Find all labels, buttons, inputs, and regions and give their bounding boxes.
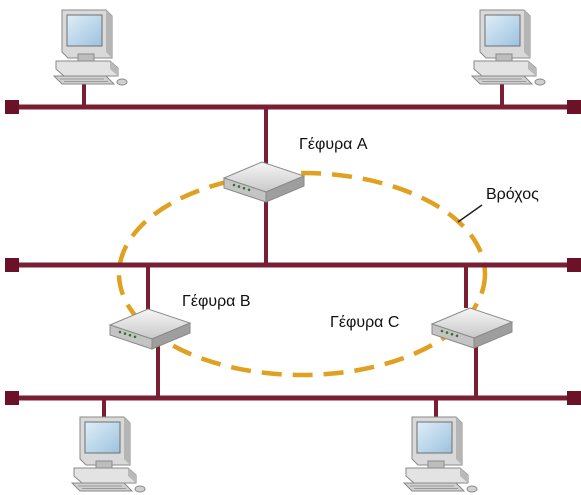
lan-segment-middle [5,258,581,272]
loop-path [116,170,488,378]
lan-segment-bottom [5,391,581,405]
desktop-computer-icon [53,9,128,86]
desktop-computer-icon [471,9,546,86]
loop-pointer [457,204,483,223]
terminator-icon [5,391,19,405]
terminator-icon [5,258,19,272]
terminator-icon [567,391,581,405]
bridge-b-label: Γέφυρα B [182,293,251,310]
terminator-icon [5,100,19,114]
bridge-b-icon [109,308,191,350]
bridge-a-label: Γέφυρα A [299,136,368,153]
desktop-computer-icon [71,416,146,493]
loop-label: Βρόχος [486,186,539,203]
terminator-icon [567,100,581,114]
bridge-a-icon [223,161,305,203]
lan-segment-top [5,100,581,114]
terminator-icon [567,258,581,272]
bridge-c-icon [431,307,513,349]
bridge-c-label: Γέφυρα C [330,314,400,331]
desktop-computer-icon [403,416,478,493]
